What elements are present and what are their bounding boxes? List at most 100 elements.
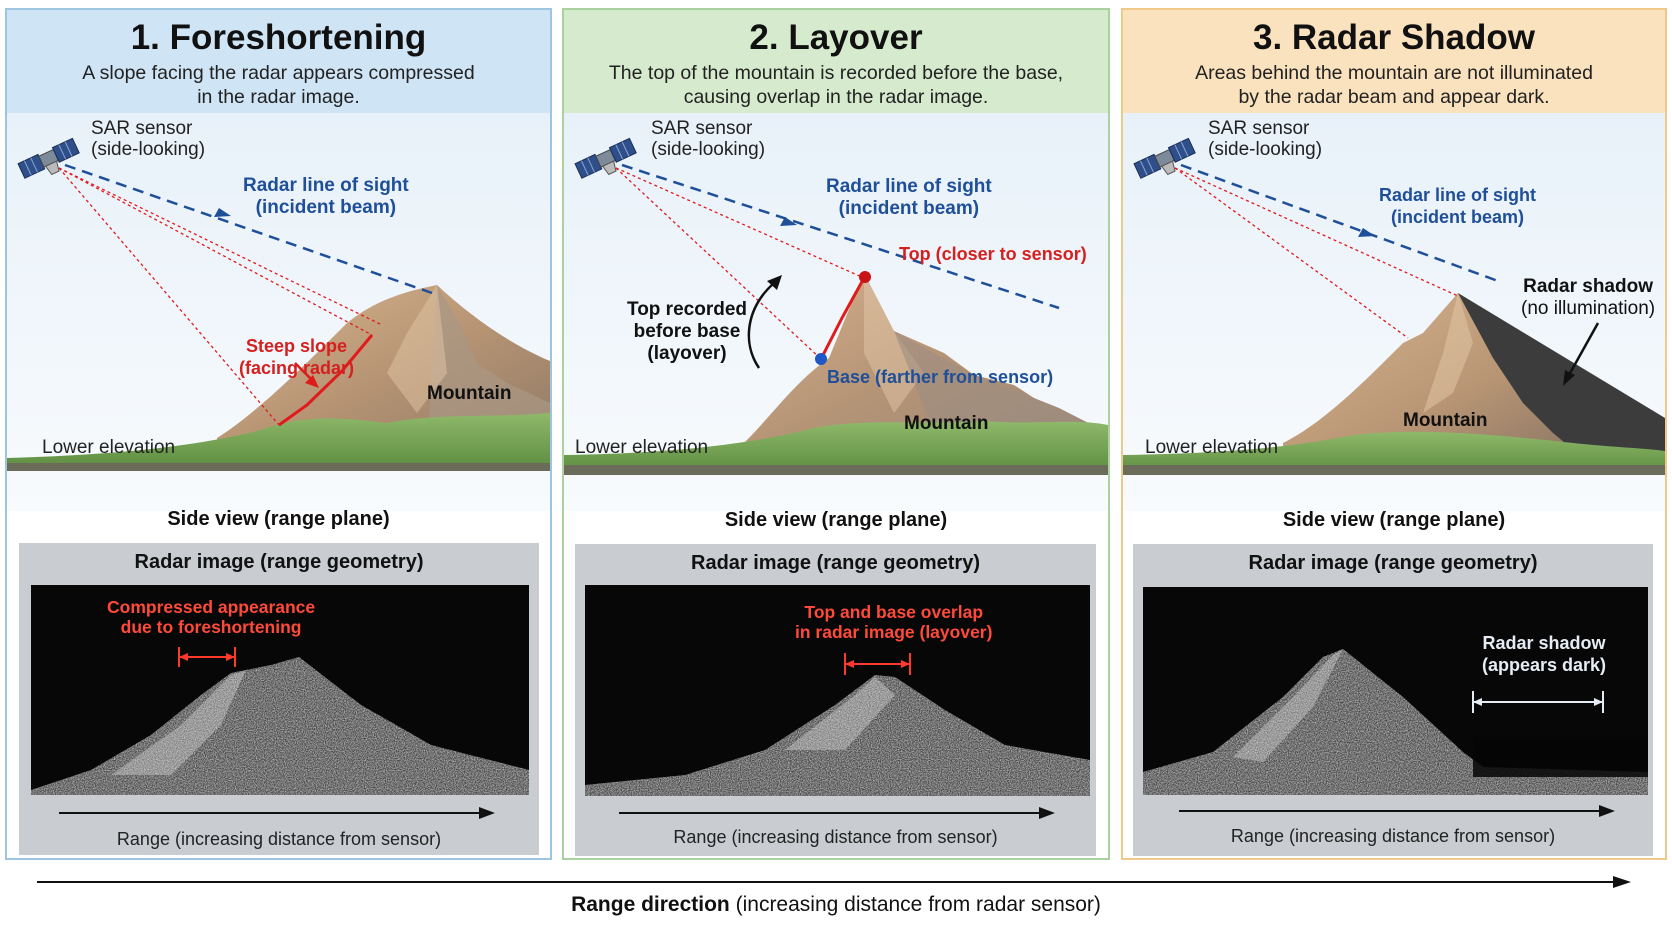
label-line: (incident beam) (255, 197, 397, 218)
panel-header: 1. Foreshortening A slope facing the rad… (7, 10, 550, 113)
range-caption: Range (increasing distance from sensor) (1230, 826, 1556, 846)
radar-image-box: Radar image (range geometry) (575, 544, 1096, 856)
label-line: (layover) (647, 343, 727, 364)
subtitle-line: The top of the mountain is recorded befo… (608, 62, 1064, 84)
overlap-bracket (844, 653, 911, 675)
panel-header: 2. Layover The top of the mountain is re… (564, 10, 1108, 113)
top-point (859, 271, 871, 283)
sar-satellite-icon (574, 137, 637, 179)
sar-sensor-label: SAR sensor (side-looking) (91, 118, 205, 160)
label-line: Radar line of sight (243, 175, 409, 196)
ground-strip (7, 413, 550, 471)
radar-annotation: Top and base overlap in radar image (lay… (795, 602, 992, 642)
side-view-caption: Side view (range plane) (724, 509, 948, 531)
label-line: (side-looking) (1208, 139, 1323, 160)
line-of-sight-label: Radar line of sight (incident beam) (826, 176, 992, 220)
label-line: (side-looking) (91, 139, 206, 160)
label-line: (side-looking) (651, 139, 766, 160)
radar-image-title: Radar image (range geometry) (134, 551, 424, 573)
shadow-arrow-head (1563, 370, 1575, 386)
subtitle-line: in the radar image. (197, 86, 360, 108)
side-view-caption: Side view (range plane) (1282, 509, 1506, 531)
layover-slope-highlight (819, 277, 866, 360)
shadow-bracket (1472, 691, 1604, 713)
label-line: Top recorded (627, 299, 747, 320)
label-line: SAR sensor (91, 118, 193, 139)
radar-annotation: Compressed appearance due to foreshorten… (107, 597, 315, 637)
sar-satellite-icon (1133, 137, 1196, 179)
label-line: (incident beam) (838, 198, 980, 219)
range-arrow (1179, 805, 1615, 817)
ground-strip (564, 421, 1108, 475)
label-line: SAR sensor (651, 118, 753, 139)
panel-title: 3. Radar Shadow (1252, 18, 1536, 57)
radar-rays (58, 167, 383, 426)
sar-sensor-label: SAR sensor (side-looking) (1208, 118, 1322, 160)
radar-image: Compressed appearance due to foreshorten… (31, 585, 529, 795)
side-view-scene: SAR sensor (side-looking) Radar line of … (7, 113, 550, 511)
label-line: (appears dark) (1482, 655, 1607, 675)
label-line: Radar line of sight (826, 176, 992, 197)
mountain-label: Mountain (904, 413, 989, 434)
label-line: (facing radar) (239, 358, 355, 378)
line-of-sight (64, 163, 433, 295)
layover-label: Top recorded before base (layover) (627, 299, 747, 365)
range-direction-caption: Range direction (increasing distance fro… (0, 893, 1672, 917)
label-line: Radar shadow (1482, 633, 1606, 653)
line-of-sight (621, 163, 1060, 310)
steep-slope-highlight (278, 334, 374, 427)
lower-elevation-label: Lower elevation (42, 437, 176, 458)
base-label: Base (farther from sensor) (827, 367, 1054, 387)
panel-subtitle: A slope facing the radar appears compres… (7, 61, 550, 109)
sar-sensor-label: SAR sensor (side-looking) (651, 118, 765, 160)
radar-image-box: Radar image (range geometry) (1133, 544, 1653, 856)
slope-arrow-head (305, 375, 319, 388)
radar-rays (615, 167, 865, 360)
mountain-shape (1283, 293, 1583, 458)
layover-arrow-head (767, 275, 782, 290)
subtitle-line: causing overlap in the radar image. (683, 86, 989, 108)
subtitle-line: by the radar beam and appear dark. (1238, 86, 1550, 108)
panel-subtitle: The top of the mountain is recorded befo… (564, 61, 1108, 109)
lower-elevation-label: Lower elevation (1145, 437, 1279, 458)
label-line: SAR sensor (1208, 118, 1310, 139)
radar-annotation: Radar shadow (appears dark) (1482, 632, 1606, 676)
range-caption: Range (increasing distance from sensor) (673, 827, 998, 847)
top-label: Top (closer to sensor) (899, 244, 1087, 264)
radar-image-title: Radar image (range geometry) (691, 552, 980, 574)
mountain-label: Mountain (427, 383, 512, 404)
lower-elevation-label: Lower elevation (575, 437, 709, 458)
range-direction-arrow (37, 876, 1631, 888)
line-of-sight (1180, 163, 1499, 283)
ground-strip (1123, 431, 1665, 475)
line-of-sight-label: Radar line of sight (incident beam) (243, 175, 409, 219)
radar-image: Radar shadow (appears dark) (1143, 587, 1648, 795)
radar-rays (1174, 167, 1459, 339)
radar-image-title: Radar image (range geometry) (1248, 552, 1538, 574)
label-line: before base (633, 321, 741, 342)
label-line: Radar line of sight (1379, 185, 1537, 205)
radar-image: Top and base overlap in radar image (lay… (585, 585, 1090, 796)
subtitle-line: Areas behind the mountain are not illumi… (1195, 62, 1593, 84)
panel-header: 3. Radar Shadow Areas behind the mountai… (1123, 10, 1665, 113)
panel-subtitle: Areas behind the mountain are not illumi… (1123, 61, 1665, 109)
label-line: Steep slope (246, 336, 348, 356)
base-point (815, 353, 827, 365)
range-caption: Range (increasing distance from sensor) (116, 829, 442, 849)
range-direction-bold: Range direction (571, 893, 730, 916)
label-line: (no illumination) (1521, 298, 1656, 319)
side-view-scene: SAR sensor (side-looking) Radar line of … (1123, 113, 1665, 511)
label-line: in radar image (layover) (795, 622, 993, 642)
radar-image-box: Radar image (range geometry) (19, 543, 539, 855)
panel-title: 2. Layover (749, 18, 923, 57)
range-direction-rest: (increasing distance from radar sensor) (729, 893, 1101, 916)
range-arrow (59, 807, 495, 819)
label-line: Radar shadow (1523, 276, 1653, 297)
line-of-sight-label: Radar line of sight (incident beam) (1379, 184, 1536, 228)
subtitle-line: A slope facing the radar appears compres… (82, 62, 475, 84)
mountain-label: Mountain (1403, 410, 1488, 431)
label-line: Top and base overlap (804, 602, 984, 622)
panel-foreshortening: 1. Foreshortening A slope facing the rad… (5, 8, 552, 860)
steep-slope-label: Steep slope (facing radar) (239, 335, 354, 379)
range-arrow (619, 807, 1055, 819)
